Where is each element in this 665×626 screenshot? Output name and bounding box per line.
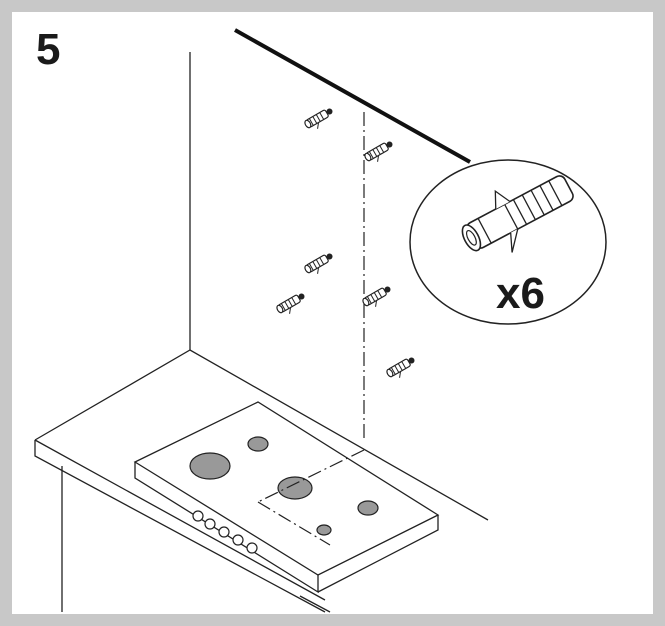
wall-plug-icon <box>361 283 396 312</box>
step-number: 5 <box>36 25 61 74</box>
quantity-label: x6 <box>496 269 545 318</box>
burner-medium <box>277 476 313 500</box>
burner-auxiliary <box>316 524 332 536</box>
wall-plug-icon <box>303 105 338 134</box>
wall-plugs <box>275 105 420 383</box>
wall-plug-icon <box>275 290 310 319</box>
burner-small <box>247 436 269 452</box>
wall-plug-icon <box>363 138 398 167</box>
wall-plug-icon <box>385 354 420 383</box>
control-knobs <box>192 510 258 554</box>
burner-small-right <box>357 500 379 516</box>
worktop <box>34 349 489 613</box>
wall-plug-icon <box>461 175 574 253</box>
plug-callout <box>409 159 607 325</box>
wall-top-edge <box>234 28 471 164</box>
burner-large <box>189 452 231 480</box>
gas-hob-icon <box>133 401 440 594</box>
wall-plug-icon <box>303 250 338 279</box>
